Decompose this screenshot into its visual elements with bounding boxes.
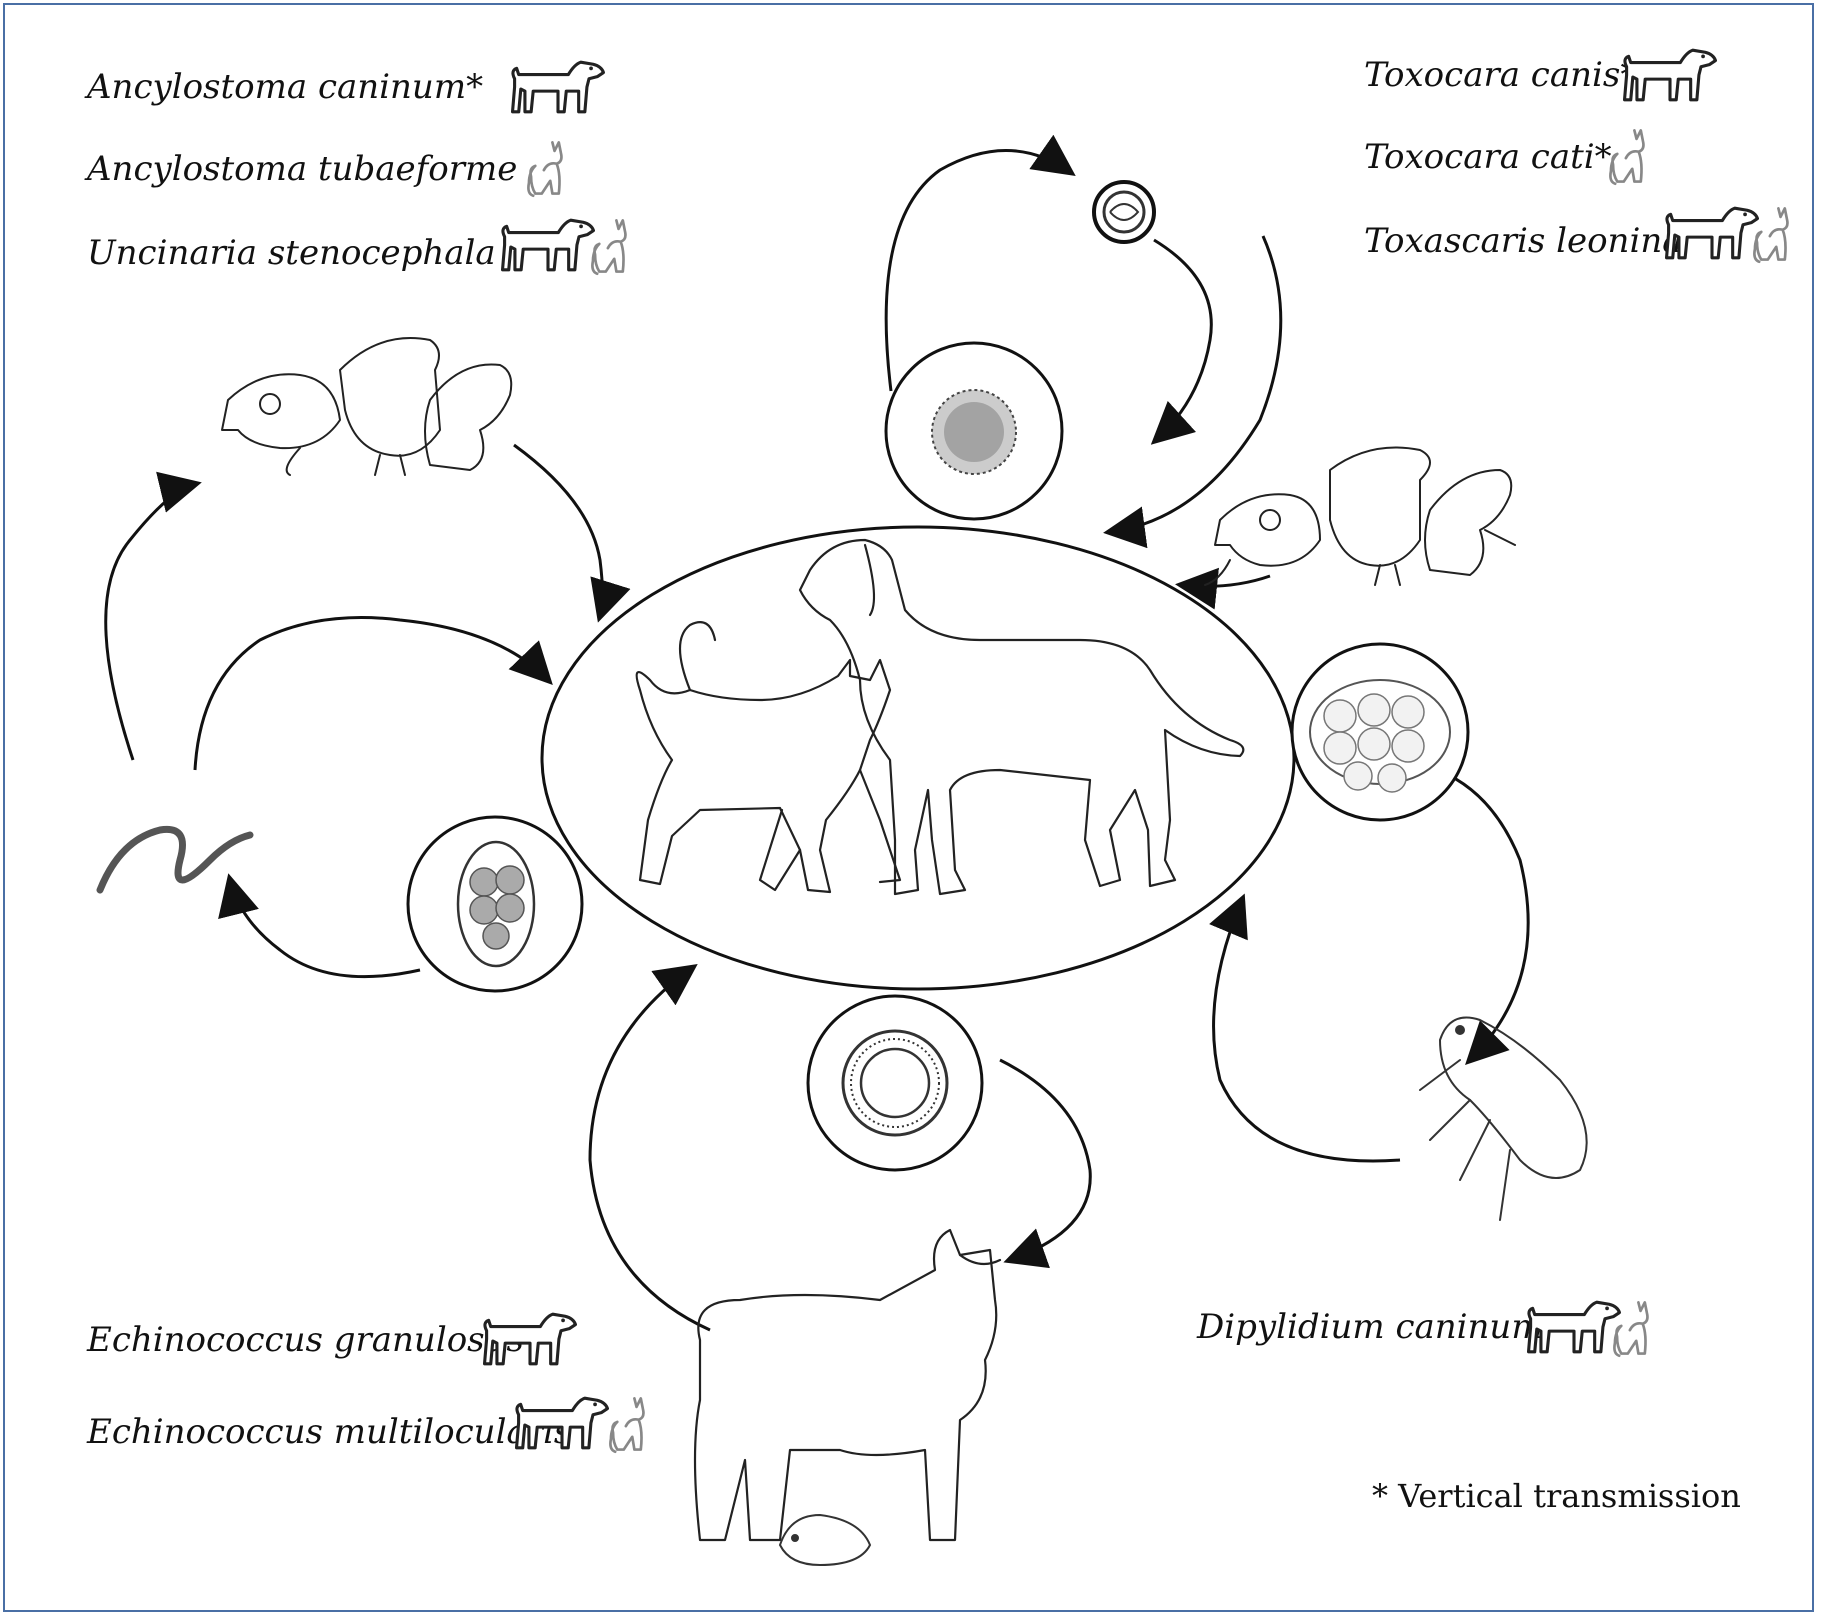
dog-icon: [496, 214, 600, 276]
arrow-egg-to-larva: [218, 873, 421, 979]
arrow-intermediate-to-host: [588, 963, 711, 1332]
arrow-egg-to-host: [1103, 235, 1283, 549]
species-echinococcus-granulosus: Echinococcus granulosus: [87, 1320, 524, 1360]
species-toxocara-canis: Toxocara canis*: [1364, 55, 1638, 95]
dog-icon: [478, 1308, 582, 1370]
species-ancylostoma-caninum: Ancylostoma caninum*: [87, 67, 484, 107]
footnote-vertical-transmission: * Vertical transmission: [1372, 1477, 1741, 1515]
species-dipylidium-caninum: Dipylidium caninum: [1197, 1307, 1544, 1347]
paratenic-hosts-right: [1204, 446, 1516, 586]
taeniid-egg-circle: [806, 994, 984, 1172]
sheep-illustration: [693, 1228, 1002, 1542]
species-uncinaria-stenocephala: Uncinaria stenocephala: [87, 233, 496, 273]
arrow-to-egg: [884, 134, 1076, 392]
dog-icon: [1618, 44, 1722, 106]
cat-illustration: [635, 621, 902, 894]
species-ancylostoma-tubaeforme: Ancylostoma tubaeforme: [87, 149, 518, 189]
species-toxocara-cati: Toxocara cati*: [1364, 137, 1612, 177]
arrow-larva-to-paratenic: [104, 471, 202, 761]
dog-icon: [510, 1392, 614, 1454]
arrow-paratenic-to-host: [1175, 567, 1271, 610]
flea-illustration: [1419, 1016, 1588, 1221]
cat-icon: [586, 214, 634, 278]
arrow-egg-to-intermediate: [999, 1058, 1092, 1269]
larva-illustration: [96, 825, 254, 894]
arrow-egg-to-paratenic: [1150, 238, 1213, 445]
hookworm-cycle: [104, 443, 631, 979]
cat-icon: [1608, 1296, 1656, 1360]
species-echinococcus-multilocularis: Echinococcus multilocularis: [87, 1412, 572, 1452]
dog-icon: [506, 56, 610, 118]
definitive-host-oval: [540, 525, 1296, 991]
echinococcus-cycle: [588, 963, 1092, 1332]
rodent-illustration: [778, 1513, 872, 1567]
arrow-flea-to-host: [1209, 893, 1401, 1163]
roundworm-cycle: [884, 134, 1283, 610]
paratenic-hosts-left: [221, 337, 513, 476]
cat-icon: [522, 136, 570, 200]
cat-icon: [1604, 124, 1652, 188]
cat-icon: [604, 1392, 652, 1456]
cat-icon: [1748, 202, 1796, 266]
arrow-paratenic-to-host: [513, 443, 631, 623]
species-toxascaris-leonina: Toxascaris leonina: [1364, 221, 1683, 261]
dog-illustration: [798, 538, 1245, 896]
arrow-larva-to-host: [193, 616, 553, 771]
